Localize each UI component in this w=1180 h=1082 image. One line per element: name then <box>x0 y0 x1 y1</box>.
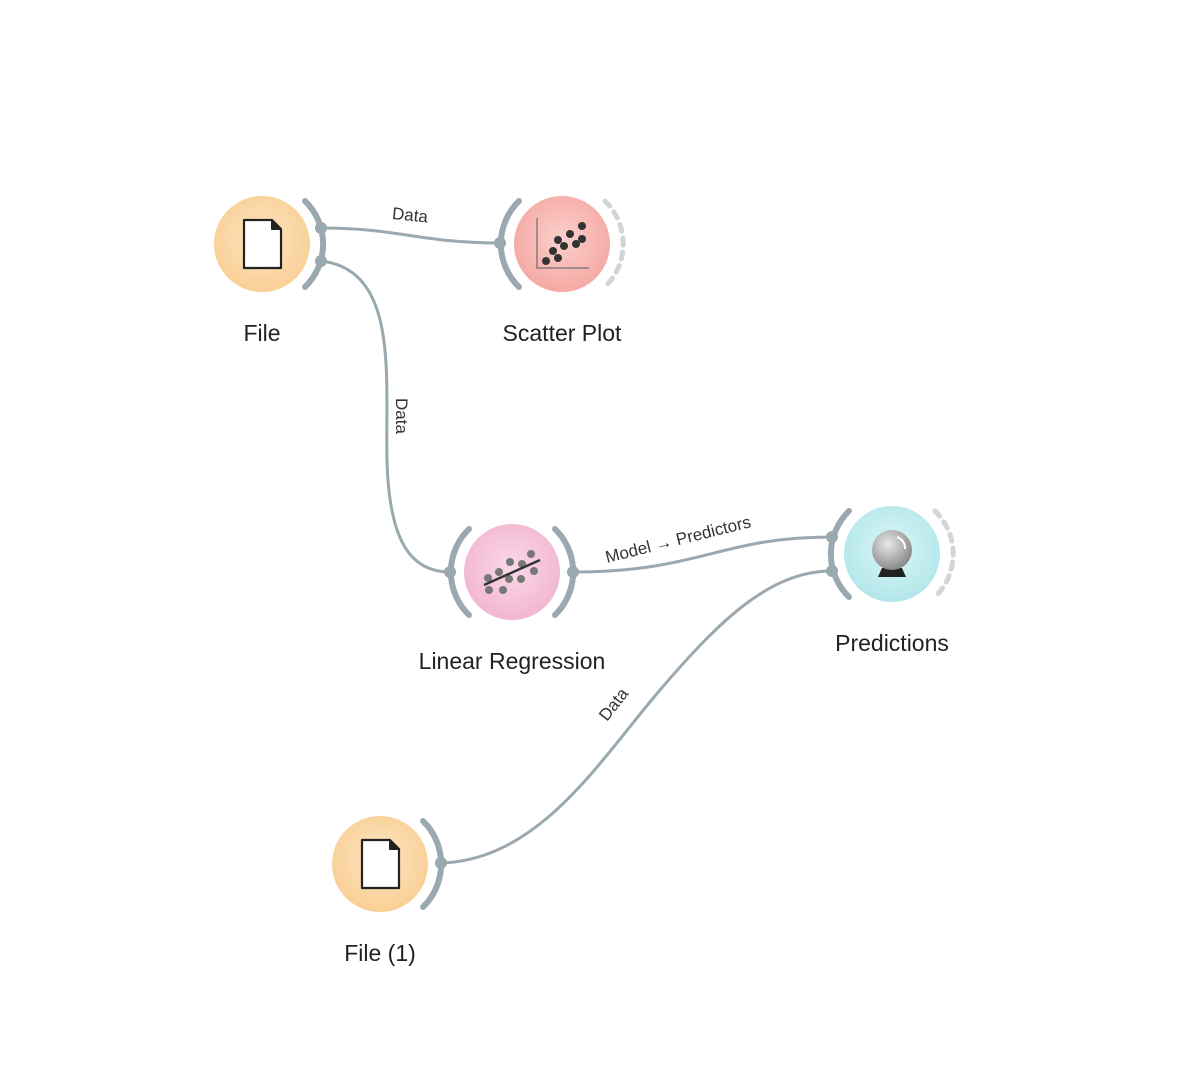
link-file-linreg[interactable]: Data <box>320 259 451 574</box>
input-anchor[interactable] <box>826 531 838 543</box>
node-file-1[interactable]: File (1) <box>332 816 447 966</box>
node-linear-regression[interactable]: Linear Regression <box>419 524 606 674</box>
output-anchor[interactable] <box>315 222 327 234</box>
input-anchor[interactable] <box>444 566 456 578</box>
input-anchor[interactable] <box>494 237 506 249</box>
file-icon <box>242 218 283 270</box>
link-linreg-predictions[interactable]: Model → Predictors <box>572 512 833 574</box>
crystal-ball-icon <box>872 530 912 577</box>
link-label: Data <box>392 398 411 434</box>
link-line[interactable] <box>572 535 833 574</box>
node-label: File (1) <box>344 940 416 966</box>
link-label: Data <box>391 204 429 227</box>
node-file[interactable]: File <box>214 196 327 346</box>
node-label: Linear Regression <box>419 648 606 674</box>
input-port[interactable] <box>827 508 852 600</box>
link-line[interactable] <box>440 569 833 865</box>
node-predictions[interactable]: Predictions <box>826 506 956 656</box>
file-icon <box>360 838 401 890</box>
input-anchor[interactable] <box>826 565 838 577</box>
link-line[interactable] <box>320 226 501 245</box>
linear-regression-icon <box>483 550 541 594</box>
output-port-unconnected[interactable] <box>602 198 626 290</box>
node-label: Scatter Plot <box>503 320 622 346</box>
scatter-plot-icon <box>536 218 589 269</box>
node-scatter-plot[interactable]: Scatter Plot <box>494 196 626 346</box>
link-label: Data <box>595 684 632 724</box>
output-anchor[interactable] <box>315 255 327 267</box>
link-label: Model → Predictors <box>603 512 752 567</box>
output-anchor[interactable] <box>567 566 579 578</box>
output-port[interactable] <box>302 198 327 290</box>
output-anchor[interactable] <box>435 857 447 869</box>
link-file-scatter[interactable]: Data <box>320 204 501 245</box>
link-line[interactable] <box>320 259 451 574</box>
output-port-unconnected[interactable] <box>932 508 956 600</box>
node-label: Predictions <box>835 630 949 656</box>
node-label: File <box>243 320 280 346</box>
